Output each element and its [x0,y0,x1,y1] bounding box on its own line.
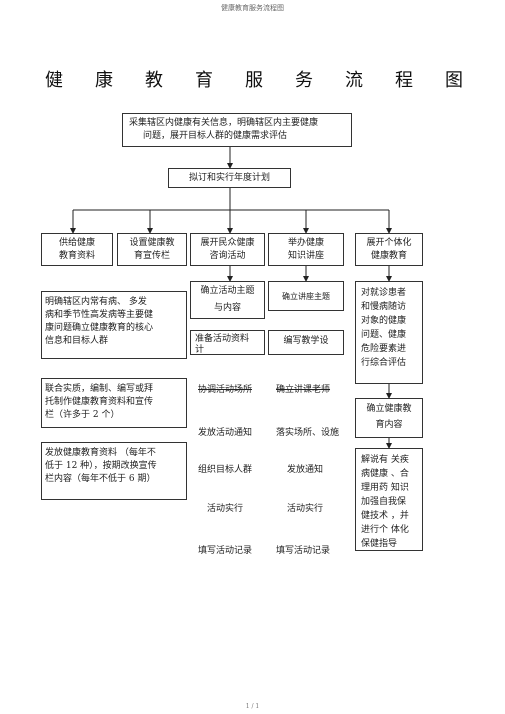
col4-step-record: 填写活动记录 [276,546,331,556]
info-collection-line-2: 问题，展开目标人群的健康需求评估 [143,131,288,141]
col4-step-notice: 发放通知 [287,465,324,475]
text-line: 栏（许多于 2 个） [45,410,120,420]
branch-label-line: 育宣传栏 [133,251,170,261]
title-char: 程 [395,70,413,91]
text-line: 确立讲座主题 [282,292,330,301]
title-char: 教 [145,70,163,91]
info-collection-box: 采集辖区内健康有关信息，明确辖区内主要健康 问题，展开目标人群的健康需求评估 [122,113,352,147]
branch-label-line: 展开民众健康 [200,238,255,248]
branch-knowledge-lecture: 举办健康 知识讲座 [268,233,344,266]
text-line: 危险要素进 [361,344,407,354]
branch-label-line: 知识讲座 [287,251,324,261]
text-line: 发放健康教育资料 （每年不 [45,448,156,458]
page-title: 健 康 教 育 服 务 流 程 图 [45,66,463,92]
text-line: 计 [195,345,205,355]
text-line: 信息和目标人群 [45,336,109,346]
text-line: 明确辖区内常有病、 多发 [45,297,147,307]
text-line: 加强自我保 [361,497,407,507]
text-line: 理用药 知识 [361,483,409,493]
annual-plan-label: 拟订和实行年度计划 [188,173,270,183]
text-line: 编写教学设 [283,336,329,346]
text-line: 病和季节性高发病等主要健 [45,310,154,320]
text-line: 健技术 ，并 [361,511,409,521]
col4-step-implement: 活动实行 [287,504,324,514]
text-line: 和慢病随访 [361,302,407,312]
text-line: 栏内容（每年不低于 6 期） [45,474,156,484]
left-box-compile-materials: 联合实质，编制、编写或拜 托制作健康教育资料和宣传 栏（许多于 2 个） [41,378,187,428]
left-box-distribute-materials: 发放健康教育资料 （每年不 低于 12 种），按期改换宣传 栏内容（每年不低于 … [41,442,187,500]
branch-health-materials: 供给健康 教育资料 [41,233,113,266]
title-char: 图 [445,70,463,91]
col5-guidance-box: 解说有 关疾 病健康 、合 理用药 知识 加强自我保 健技术 ，并 进行个 体化… [355,448,423,551]
text-line: 进行个 体化 [361,525,409,535]
text-line: 联合实质，编制、编写或拜 [45,384,154,394]
branch-label-line: 教育资料 [58,251,95,261]
text-line: 与内容 [213,303,241,313]
col3-materials-box: 准备活动资料 计 [190,330,265,355]
col4-teaching-design-box: 编写教学设 [268,330,344,355]
info-collection-line-1: 采集辖区内健康有关信息，明确辖区内主要健康 [129,118,319,128]
col3-step-venue: 协调活动场所 [198,385,253,395]
branch-bulletin-board: 设置健康教 育宣传栏 [117,233,187,266]
left-box-core-info: 明确辖区内常有病、 多发 病和季节性高发病等主要健 康问题确立健康教育的核心 信… [41,291,187,359]
page-number: 1 / 1 [245,703,260,710]
text-line: 康问题确立健康教育的核心 [45,323,154,333]
branch-label-line: 举办健康 [287,238,324,248]
branch-individual-education: 展开个体化 健康教育 [355,233,423,266]
col5-content-box: 确立健康教 育内容 [355,398,423,438]
text-line: 确立健康教 [366,404,412,414]
text-line: 对就诊患者 [361,288,407,298]
title-char: 康 [95,70,113,91]
text-line: 保健指导 [361,539,398,549]
col3-step-record: 填写活动记录 [198,546,253,556]
col3-step-notice: 发放活动通知 [198,428,253,438]
branch-label-line: 设置健康教 [129,238,175,248]
col4-topic-box: 确立讲座主题 [268,281,344,311]
col5-assessment-box: 对就诊患者 和慢病随访 对象的健康 问题、健康 危险要素进 行综合评估 [355,281,423,384]
col4-step-facilities: 落实场所、设施 [276,428,340,438]
text-line: 对象的健康 [361,316,407,326]
title-char: 流 [345,70,363,91]
page-header: 健康教育服务流程图 [221,4,284,12]
col3-step-implement: 活动实行 [207,504,244,514]
branch-label-line: 展开个体化 [366,238,412,248]
text-line: 托制作健康教育资料和宣传 [45,397,154,407]
col3-theme-box: 确立活动主题 与内容 [190,281,265,319]
branch-public-consultation: 展开民众健康 咨询活动 [190,233,265,266]
branch-label-line: 咨询活动 [209,251,246,261]
text-line: 育内容 [375,420,403,430]
text-line: 准备活动资料 [195,334,250,344]
text-line: 病健康 、合 [361,469,409,479]
branch-label-line: 供给健康 [58,238,95,248]
text-line: 确立活动主题 [200,286,255,296]
annual-plan-box: 拟订和实行年度计划 [168,168,291,188]
title-char: 务 [295,70,313,91]
title-char: 服 [245,70,263,91]
branch-label-line: 健康教育 [370,251,407,261]
title-char: 健 [45,70,63,91]
col3-step-organize: 组织目标人群 [198,465,253,475]
col4-step-teacher: 确立讲课老师 [276,385,331,395]
text-line: 低于 12 种），按期改换宣传 [45,461,157,471]
text-line: 解说有 关疾 [361,455,409,465]
text-line: 问题、健康 [361,330,407,340]
title-char: 育 [195,70,213,91]
text-line: 行综合评估 [361,358,407,368]
